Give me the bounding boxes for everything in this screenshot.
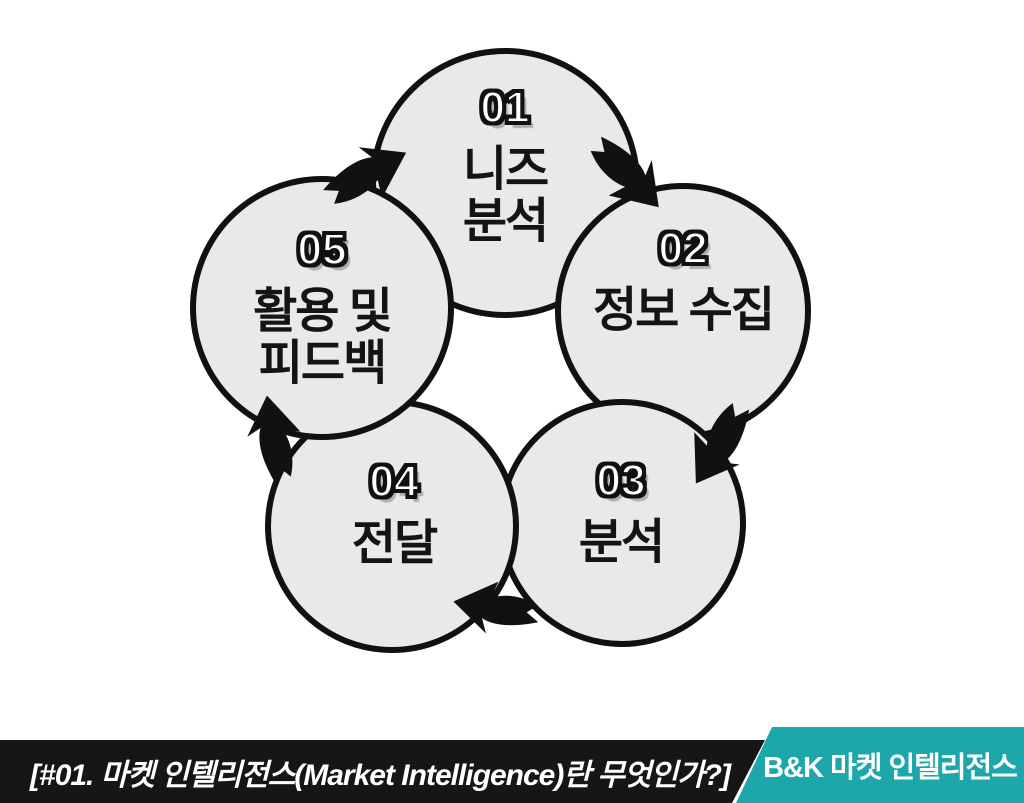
- step-05-label: 활용 및 피드백: [253, 285, 393, 390]
- step-05-number: 05: [297, 225, 348, 274]
- step-02-information-gathering: 02 정보 수집: [593, 224, 775, 337]
- step-02-number: 02: [658, 224, 709, 273]
- step-04-label: 전달: [351, 517, 438, 570]
- step-01-needs-analysis: 01 니즈 분석: [462, 83, 549, 248]
- step-02-label: 정보 수집: [593, 284, 775, 337]
- step-05-utilization-feedback: 05 활용 및 피드백: [253, 225, 393, 390]
- brand-label: B&K 마켓 인텔리전스: [763, 752, 1018, 784]
- step-04-delivery: 04 전달: [351, 457, 438, 570]
- brand-ribbon: B&K 마켓 인텔리전스: [736, 727, 1024, 803]
- step-03-analysis: 03 분석: [578, 456, 665, 569]
- step-circle-05: [190, 176, 454, 440]
- step-04-number: 04: [369, 457, 420, 506]
- slide-footer-bar: [#01. 마켓 인텔리전스(Market Intelligence)란 무엇인…: [0, 740, 765, 803]
- footer-caption: [#01. 마켓 인텔리전스(Market Intelligence)란 무엇인…: [30, 758, 731, 792]
- step-01-number: 01: [480, 83, 531, 132]
- step-03-label: 분석: [578, 516, 665, 569]
- step-03-number: 03: [596, 456, 647, 505]
- step-01-label: 니즈 분석: [462, 143, 549, 248]
